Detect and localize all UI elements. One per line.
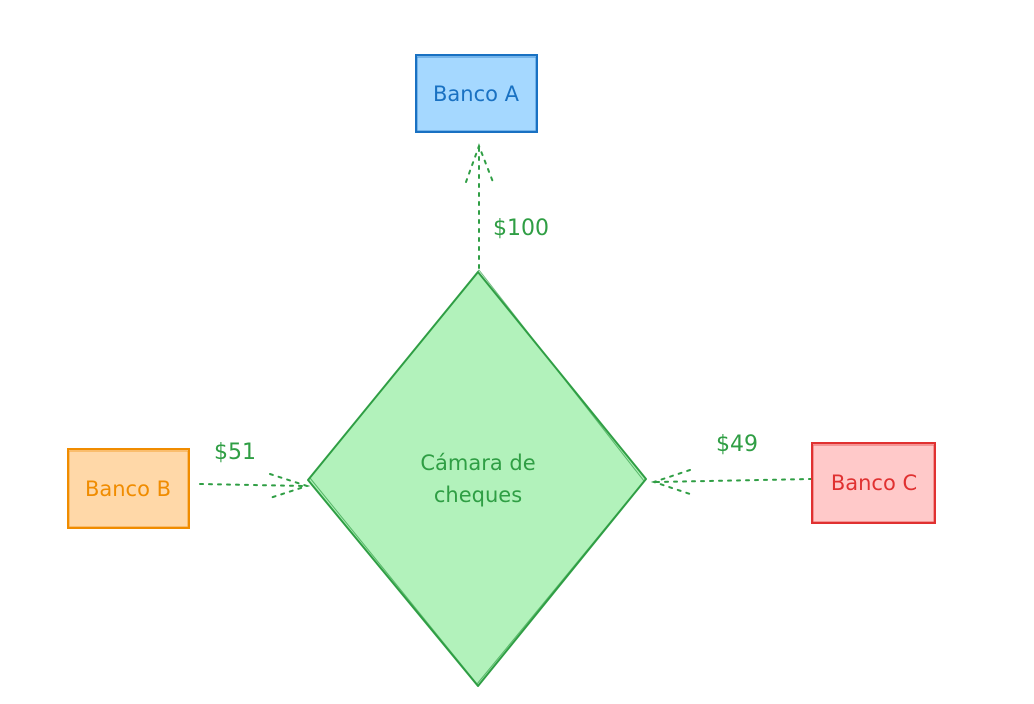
banco-c-box xyxy=(811,442,936,524)
arrow-banco-b-to-camara xyxy=(199,473,311,499)
arrow-camara-to-banco-a xyxy=(465,143,494,269)
node-camara-de-cheques[interactable]: Cámara de cheques xyxy=(307,269,647,687)
diamond-shape xyxy=(307,271,647,687)
banco-a-sketch-outline xyxy=(416,56,537,132)
arrow-line xyxy=(655,478,813,483)
banco-c-sketch-outline xyxy=(812,444,935,523)
arrow-head xyxy=(269,473,311,499)
banco-b-box xyxy=(67,448,190,529)
arrow-line xyxy=(199,483,306,487)
banco-b-label: Banco B xyxy=(85,477,171,501)
node-banco-b[interactable]: Banco B xyxy=(67,448,190,529)
banco-c-label: Banco C xyxy=(831,471,917,495)
node-banco-a[interactable]: Banco A xyxy=(415,54,538,133)
banco-a-label: Banco A xyxy=(433,82,520,106)
edge-label-100: $100 xyxy=(493,216,549,241)
camara-label-line2: cheques xyxy=(434,483,522,507)
edge-label-51: $51 xyxy=(214,440,256,465)
banco-b-sketch-outline xyxy=(68,450,189,528)
arrow-head xyxy=(650,469,691,495)
banco-a-box xyxy=(415,54,538,133)
arrow-banco-c-to-camara xyxy=(650,469,813,495)
diamond-sketch-outline xyxy=(309,269,645,685)
arrow-head xyxy=(465,143,494,183)
node-banco-c[interactable]: Banco C xyxy=(811,442,936,524)
edge-label-49: $49 xyxy=(716,432,758,457)
camara-label-line1: Cámara de xyxy=(420,451,535,475)
